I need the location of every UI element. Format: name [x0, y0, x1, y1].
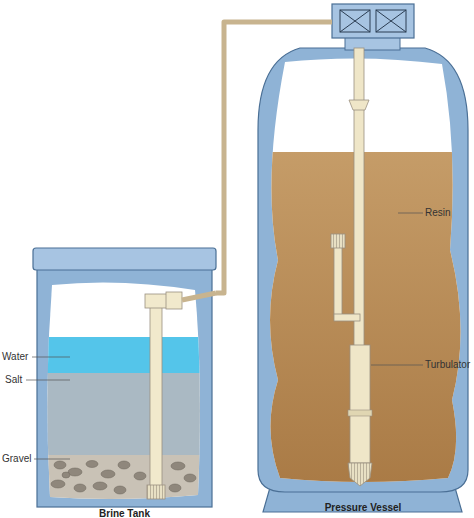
brine-tube	[216, 22, 258, 293]
tank-outline: Brine Tank	[33, 248, 216, 500]
tank-outline: Pressure Vessel	[258, 4, 468, 494]
tank-caption: Brine Tank	[13, 508, 236, 518]
part-label: Water	[2, 351, 28, 362]
part-label: Salt	[5, 374, 22, 385]
tank-caption: Pressure Vessel	[238, 502, 474, 513]
part-label: Resin	[425, 207, 451, 218]
part-label: Gravel	[2, 453, 31, 464]
part-label: Turbulator	[425, 359, 470, 370]
